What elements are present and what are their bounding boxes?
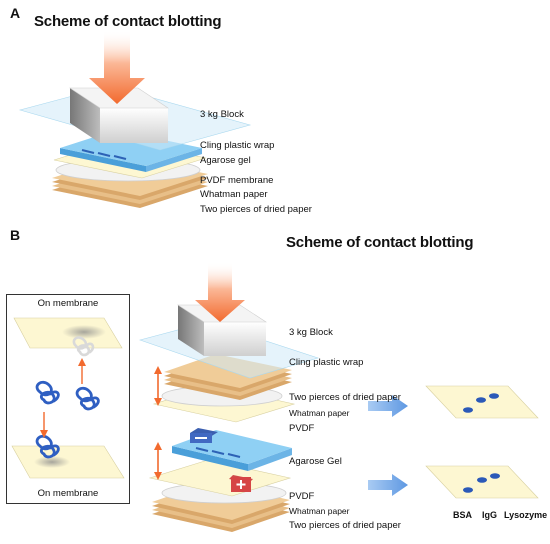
minus-icon [190, 428, 218, 443]
pvdf-b-bottom [148, 459, 292, 497]
separation-arrow-bottom [154, 442, 162, 480]
panel-b-letter: B [10, 227, 21, 243]
label-pvdf-b-top: PVDF [289, 423, 315, 434]
separation-arrow-top [154, 366, 162, 406]
pressure-arrow-b [195, 262, 245, 322]
pressure-arrow-a [89, 30, 145, 104]
label-whatman-b-bottom: Whatman paper [289, 506, 350, 516]
panel-b-title: Scheme of contact blotting [286, 234, 474, 251]
label-wrap-b: Cling plastic wrap [289, 357, 364, 368]
result-membrane-bottom [425, 465, 539, 499]
dried-paper-stack-b-top [164, 354, 292, 400]
label-block-b: 3 kg Block [289, 327, 333, 338]
label-dried-a: Two pierces of dried paper [200, 204, 312, 215]
result-arrow-bottom [368, 474, 408, 496]
label-pvdf-b-bottom: PVDF [289, 491, 315, 502]
panel-a-letter: A [10, 5, 21, 21]
label-whatman-b-top: Whatman paper [289, 408, 350, 418]
label-dried-b-bottom: Two pierces of dried paper [289, 520, 401, 531]
label-block-a: 3 kg Block [200, 109, 244, 120]
result-arrow-top [368, 395, 408, 417]
inset-bottom-caption: On membrane [37, 488, 99, 499]
label-pvdf-a: PVDF membrane [200, 175, 274, 186]
panel-b-stack [138, 262, 320, 532]
label-gel-b: Agarose Gel [289, 456, 342, 467]
label-gel-a: Agarose gel [200, 155, 251, 166]
panel-a-stack [18, 30, 252, 208]
label-dried-b-top: Two pierces of dried paper [289, 392, 401, 403]
plus-icon [229, 475, 253, 492]
result-membrane-top [425, 385, 539, 419]
label-lysozyme: Lysozyme [504, 510, 548, 520]
inset-box: On membrane On membrane [6, 294, 130, 504]
inset-top-caption: On membrane [37, 298, 99, 309]
panel-a-title: Scheme of contact blotting [34, 13, 222, 30]
label-whatman-a: Whatman paper [200, 189, 268, 200]
weight-block-a [69, 87, 169, 143]
label-bsa: BSA [453, 510, 473, 520]
label-wrap-a: Cling plastic wrap [200, 140, 275, 151]
label-igg: IgG [482, 510, 497, 520]
